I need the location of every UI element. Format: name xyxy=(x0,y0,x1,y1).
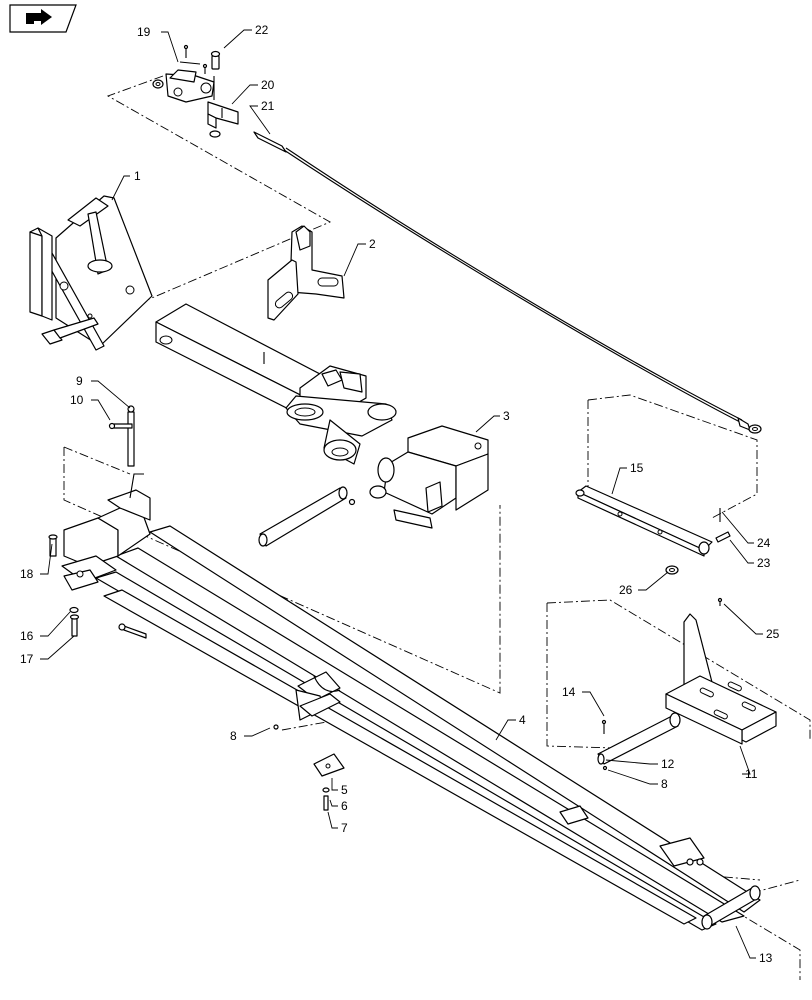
part-2-bracket xyxy=(267,225,345,321)
part-14-pin xyxy=(601,719,607,734)
part-12-pin xyxy=(597,712,681,765)
callout-11: 11 xyxy=(745,767,758,781)
part-8-bolt-a xyxy=(273,724,279,730)
part-5-plate xyxy=(313,753,345,777)
part-20-clip xyxy=(207,76,239,138)
part-15-link-bar xyxy=(575,485,713,557)
callout-5: 5 xyxy=(341,783,348,797)
part-26-nut xyxy=(665,565,679,575)
part-8-bolt-b xyxy=(602,765,608,771)
part-11-rest-bracket xyxy=(665,613,777,745)
callout-14: 14 xyxy=(562,685,576,699)
hinge-bolt xyxy=(118,623,147,639)
part-3-saddle xyxy=(348,425,489,529)
callout-22: 22 xyxy=(255,23,269,37)
part-19-hinge xyxy=(152,44,215,103)
callout-6: 6 xyxy=(341,799,348,813)
callout-8-a: 8 xyxy=(230,729,237,743)
callout-24: 24 xyxy=(757,536,771,550)
callout-19: 19 xyxy=(137,25,151,39)
callout-10: 10 xyxy=(70,393,84,407)
callout-7: 7 xyxy=(341,821,348,835)
callout-17: 17 xyxy=(20,652,34,666)
callout-20: 20 xyxy=(261,78,275,92)
callout-23: 23 xyxy=(757,556,771,570)
pivot-pin xyxy=(258,486,348,547)
callout-16: 16 xyxy=(20,629,34,643)
leader-lines xyxy=(40,29,763,959)
callout-15: 15 xyxy=(630,461,644,475)
part-25-pin xyxy=(717,597,723,606)
callout-9: 9 xyxy=(76,374,83,388)
upper-arm-beam xyxy=(155,303,397,465)
part-1-mount-plate xyxy=(29,195,153,351)
callout-12: 12 xyxy=(661,757,675,771)
callout-26: 26 xyxy=(619,583,633,597)
callout-1: 1 xyxy=(134,169,141,183)
part-18-bolt xyxy=(48,534,58,557)
part-21-cable xyxy=(253,131,762,434)
callout-4: 4 xyxy=(519,713,526,727)
part-9-rod xyxy=(127,405,135,467)
callout-3: 3 xyxy=(503,409,510,423)
callout-25: 25 xyxy=(766,627,780,641)
callout-13: 13 xyxy=(759,951,773,965)
callout-8-b: 8 xyxy=(661,777,668,791)
part-16-washer xyxy=(69,606,79,614)
alignment-lines xyxy=(63,75,811,980)
part-6-washer xyxy=(322,787,330,793)
callout-2: 2 xyxy=(369,237,376,251)
part-7-bolt xyxy=(323,795,329,811)
part-17-bolt xyxy=(69,614,80,637)
previous-page-icon[interactable] xyxy=(9,4,77,33)
callout-labels: 1 2 3 4 5 6 7 8 8 9 10 11 12 13 14 15 16… xyxy=(20,23,780,965)
part-4-boom-frame xyxy=(61,473,761,931)
callout-18: 18 xyxy=(20,567,34,581)
callout-21: 21 xyxy=(261,99,275,113)
part-23-pin xyxy=(715,531,731,543)
part-22-pin xyxy=(202,50,221,74)
part-10-bolt xyxy=(108,422,133,430)
